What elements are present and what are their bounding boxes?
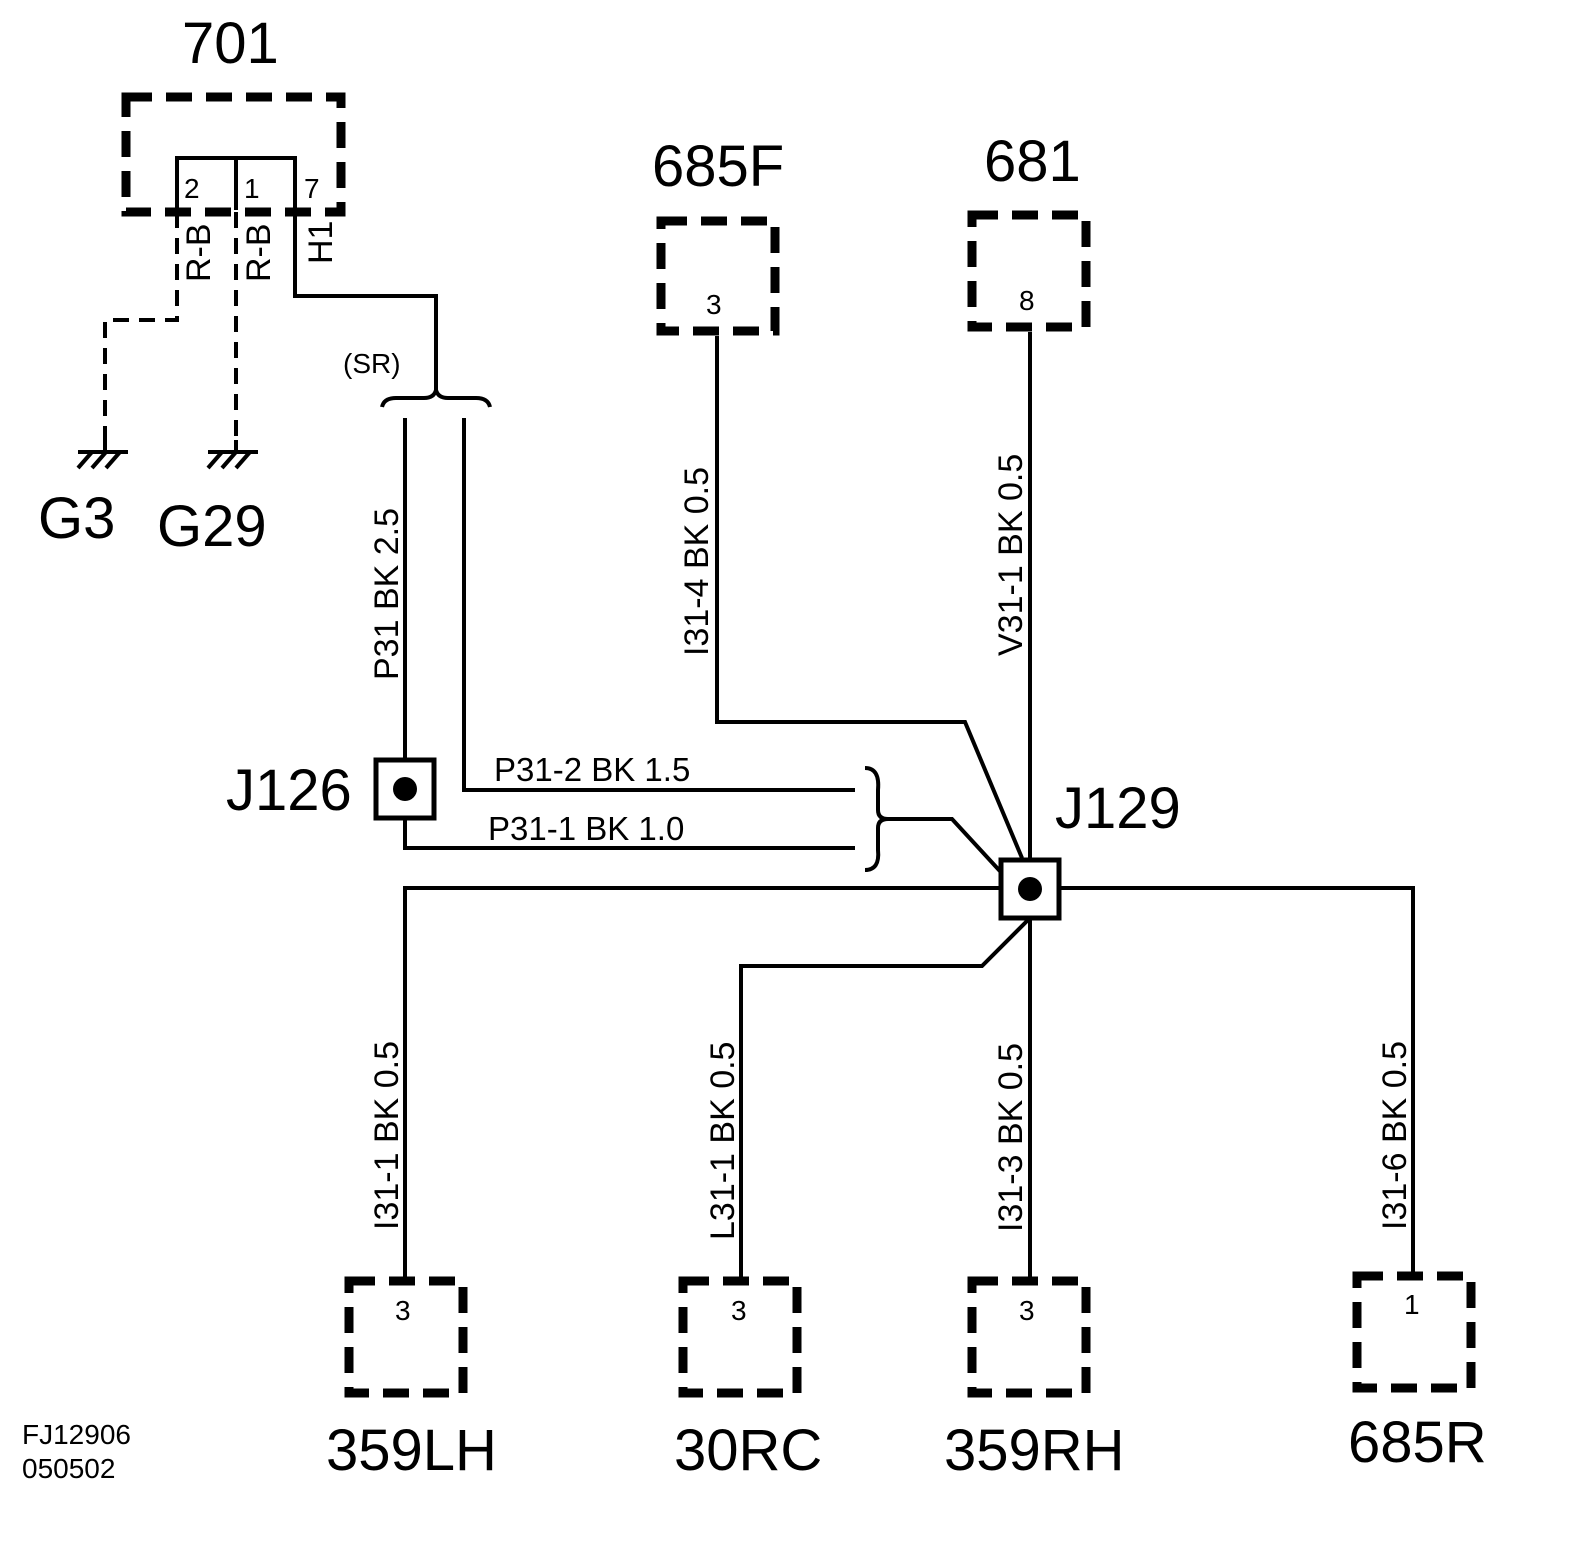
- drawing-id: FJ12906: [22, 1419, 131, 1450]
- wire-h1: [293, 212, 438, 390]
- component-701-label: 701: [182, 11, 279, 76]
- component-685R: 1 685R: [1348, 1271, 1487, 1475]
- g3-hatch: [90, 450, 108, 470]
- junction-j129: J129: [998, 776, 1181, 921]
- bottom-wires: I31-1 BK 0.5 L31-1 BK 0.5 I31-3 BK 0.5 I…: [368, 886, 1415, 1278]
- junction-j129-dot: [1018, 877, 1042, 901]
- component-701-pin-2: 2: [184, 173, 200, 204]
- g29-hatch: [206, 450, 224, 470]
- component-685F-pin: 3: [706, 289, 722, 320]
- component-30RC-label: 30RC: [674, 1418, 822, 1483]
- wire-rb-pin1-label: R-B: [240, 223, 278, 282]
- wire-v31-1-label: V31-1 BK 0.5: [992, 454, 1030, 656]
- wire-h1-label: H1: [302, 221, 340, 264]
- wire-l31-1-label: L31-1 BK 0.5: [704, 1042, 742, 1240]
- component-30RC: 3 30RC: [674, 1276, 822, 1483]
- component-685F-label: 685F: [652, 134, 784, 199]
- ground-symbol-g29: G29: [157, 440, 267, 559]
- wire-merge-to-j129: [888, 817, 1012, 884]
- ground-wires: R-B R-B: [103, 212, 278, 440]
- component-359RH-pin: 3: [1019, 1295, 1035, 1326]
- component-685F: 685F 3 I31-4 BK 0.5: [652, 134, 1024, 859]
- wire-p31-label: P31 BK 2.5: [368, 508, 406, 680]
- component-30RC-box: [678, 1276, 802, 1398]
- component-701-pin-7: 7: [304, 173, 320, 204]
- merge-brace: [864, 766, 889, 872]
- component-359RH-box: [967, 1276, 1091, 1398]
- component-359LH: 3 359LH: [326, 1276, 497, 1483]
- component-701-box: [121, 92, 346, 217]
- g29-hatch: [220, 450, 238, 470]
- wire-i31-4-label: I31-4 BK 0.5: [678, 467, 716, 656]
- component-685R-box: [1352, 1271, 1476, 1393]
- junction-j126-dot: [393, 777, 417, 801]
- ground-symbol-g3: G3: [38, 440, 128, 551]
- wire-p31-2: [462, 418, 855, 792]
- wire-i31-6-label: I31-6 BK 0.5: [1376, 1041, 1414, 1230]
- component-701-pin-1: 1: [244, 173, 260, 204]
- component-685F-box: [656, 216, 780, 336]
- footer: FJ12906 050502: [22, 1419, 131, 1484]
- component-359RH-label: 359RH: [944, 1418, 1125, 1483]
- wire-rb-pin2-label: R-B: [180, 223, 218, 282]
- junction-j129-label: J129: [1055, 776, 1181, 841]
- p31-wires: P31 BK 2.5 P31-2 BK 1.5 P31-1 BK 1.0: [368, 418, 1012, 884]
- component-359RH: 3 359RH: [944, 1276, 1125, 1483]
- ground-g29-label: G29: [157, 494, 267, 559]
- component-359LH-label: 359LH: [326, 1418, 497, 1483]
- junction-j126: J126: [226, 757, 437, 823]
- splice-brace: [380, 389, 492, 408]
- g3-hatch: [76, 450, 94, 470]
- wire-i31-3-label: I31-3 BK 0.5: [992, 1043, 1030, 1232]
- component-681-pin: 8: [1019, 285, 1035, 316]
- junction-j126-label: J126: [226, 758, 352, 823]
- wire-p31-1: [403, 818, 855, 850]
- component-685R-label: 685R: [1348, 1410, 1487, 1475]
- splice-sr-label: (SR): [343, 348, 401, 379]
- wire-l31-1: [739, 916, 1032, 1278]
- junction-j126-box: [373, 757, 437, 821]
- g3-hatch: [104, 450, 122, 470]
- component-681-label: 681: [984, 129, 1081, 194]
- component-685R-pin: 1: [1404, 1289, 1420, 1320]
- component-30RC-pin: 3: [731, 1295, 747, 1326]
- date-code: 050502: [22, 1453, 115, 1484]
- g29-hatch: [234, 450, 252, 470]
- wire-i31-1-label: I31-1 BK 0.5: [368, 1041, 406, 1230]
- h1-splice: H1 (SR): [293, 212, 492, 408]
- ground-g3-label: G3: [38, 486, 115, 551]
- component-359LH-box: [344, 1276, 468, 1398]
- wire-p31-1-label: P31-1 BK 1.0: [488, 810, 684, 847]
- wire-rb-pin2: [103, 212, 179, 440]
- component-681-box: [967, 210, 1091, 332]
- component-359LH-pin: 3: [395, 1295, 411, 1326]
- component-681: 681 8 V31-1 BK 0.5: [967, 129, 1091, 860]
- wire-p31-2-label: P31-2 BK 1.5: [494, 751, 690, 788]
- component-701: 701 2 1 7: [121, 11, 346, 217]
- wire-i31-4: [715, 336, 1024, 859]
- wire-bus-horizontal: [403, 886, 1415, 1278]
